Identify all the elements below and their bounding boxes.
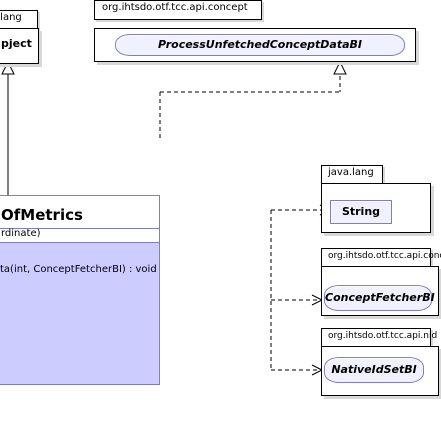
package-tab-lang-left: .lang: [0, 10, 38, 30]
package-body-api-concept-right: ConceptFetcherBI: [321, 266, 439, 316]
main-class-method: ta(int, ConceptFetcherBI) : void: [0, 264, 157, 275]
attribute: rdinate): [1, 228, 41, 239]
package-label: org.ihtsdo.otf.tcc.api.concept: [102, 2, 248, 13]
class-name: ConceptFetcherBI: [325, 291, 435, 304]
package-tab-api-concept-top: org.ihtsdo.otf.tcc.api.concept: [94, 0, 262, 20]
method: ta(int, ConceptFetcherBI) : void: [0, 264, 157, 275]
package-label: org.ihtsdo.otf.tcc.api.nid: [328, 331, 438, 341]
class-native-id-set[interactable]: NativeIdSetBI: [324, 357, 424, 383]
class-name: NativeIdSetBI: [331, 363, 417, 376]
class-string[interactable]: String: [330, 200, 392, 224]
main-class-name-compartment: OfMetrics: [0, 196, 159, 229]
class-name: ProcessUnfetchedConceptDataBI: [157, 38, 363, 51]
package-label: .lang: [0, 12, 22, 23]
package-tab-api-nid: org.ihtsdo.otf.tcc.api.nid: [321, 328, 437, 347]
package-body-java-lang: String: [321, 183, 431, 233]
class-name: pject: [1, 37, 32, 50]
main-class[interactable]: OfMetrics rdinate): [0, 195, 160, 385]
main-class-attributes: rdinate): [0, 228, 159, 243]
class-name: String: [341, 205, 381, 218]
generalization-arrow-left: [1, 60, 15, 75]
package-label: java.lang: [328, 167, 374, 178]
class-process-unfetched-concept-data[interactable]: ProcessUnfetchedConceptDataBI: [115, 34, 405, 56]
class-object[interactable]: pject: [0, 37, 37, 57]
package-body-api-nid: NativeIdSetBI: [321, 346, 439, 396]
realization-arrow: [333, 60, 347, 75]
class-concept-fetcher[interactable]: ConceptFetcherBI: [324, 285, 435, 311]
package-label: org.ihtsdo.otf.tcc.api.concept: [328, 251, 441, 261]
package-tab-api-concept-right: org.ihtsdo.otf.tcc.api.concept: [321, 248, 441, 267]
package-tab-java-lang: java.lang: [321, 165, 383, 185]
package-body-lang-left: pject: [0, 28, 39, 64]
class-name: OfMetrics: [1, 206, 83, 224]
package-body-api-concept-top: ProcessUnfetchedConceptDataBI: [94, 28, 416, 62]
